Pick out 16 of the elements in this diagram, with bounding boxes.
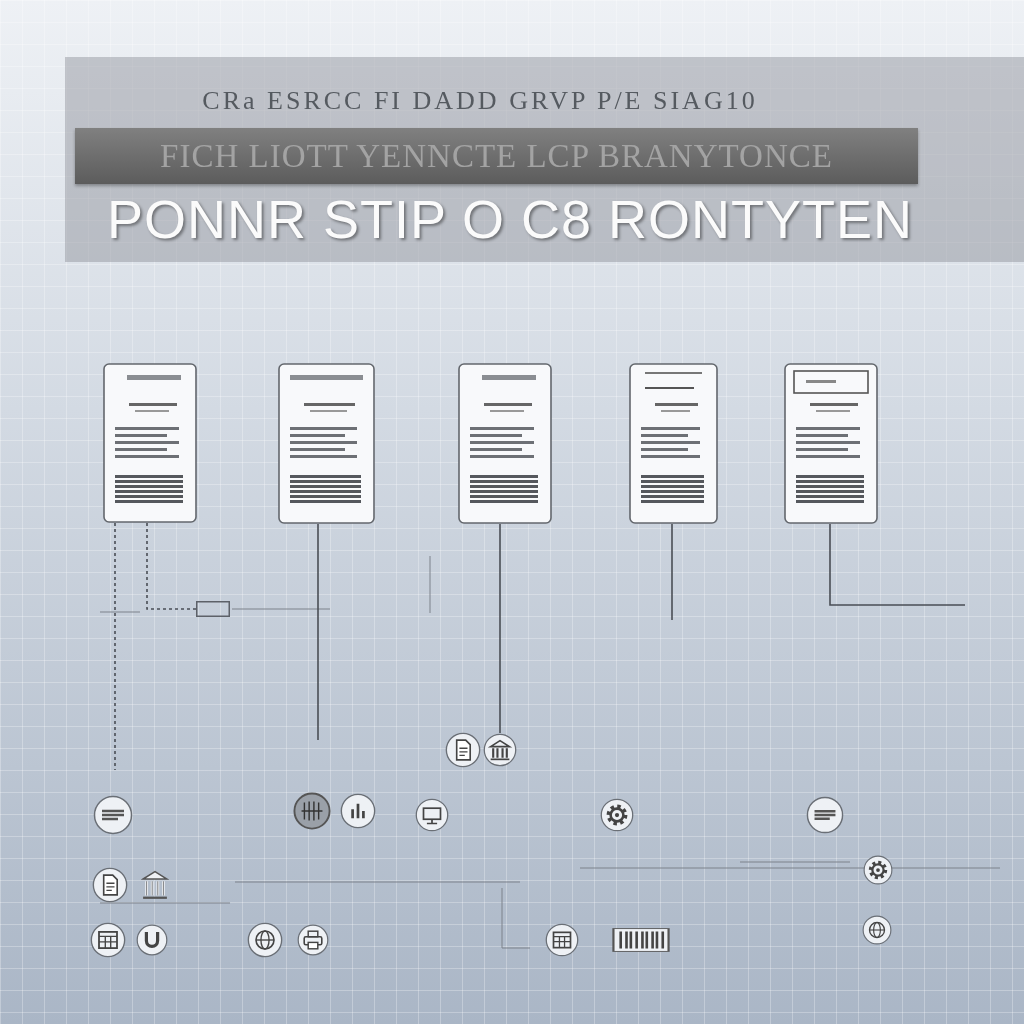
dashed-connector-line bbox=[146, 522, 197, 610]
document-card bbox=[103, 363, 197, 523]
connector-line bbox=[829, 523, 966, 606]
heading-banner: FICH LIOTT YENNCTE LCP BRANYTONCE bbox=[75, 128, 918, 184]
document-card bbox=[458, 363, 552, 524]
document-card bbox=[278, 363, 375, 524]
connector-line bbox=[499, 523, 501, 734]
empty-rectangle bbox=[196, 601, 230, 617]
title: PONNR STIP O C8 RONTYTEN bbox=[105, 188, 915, 250]
connector-line bbox=[671, 523, 673, 621]
building-icon bbox=[483, 733, 517, 767]
document-card bbox=[784, 363, 878, 524]
subheading: CRa ESRCC FI DADD GRVP P/E SIAG10 bbox=[201, 86, 759, 116]
dashed-connector-line bbox=[114, 522, 116, 771]
connector-line bbox=[317, 523, 319, 741]
document-card bbox=[629, 363, 718, 524]
